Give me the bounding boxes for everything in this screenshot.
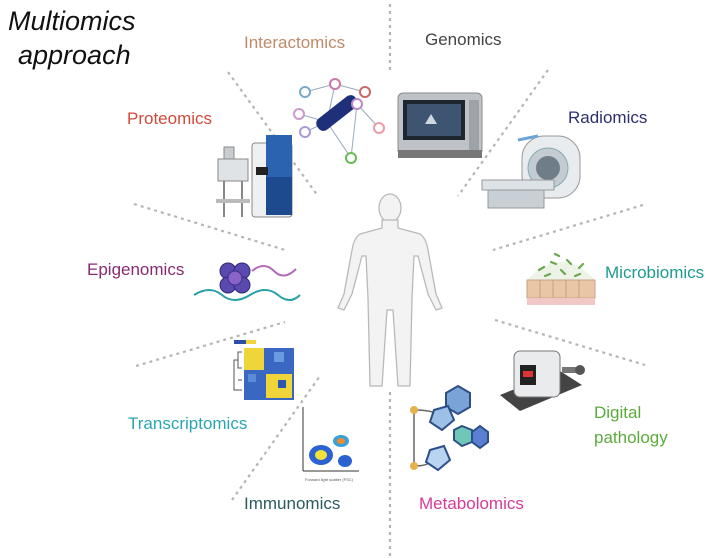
network-graph-icon: [293, 78, 385, 164]
divider-line: [492, 203, 644, 252]
label-metabolomics: Metabolomics: [419, 494, 524, 513]
mass-spectrometer-icon: [216, 135, 293, 218]
label-digital: Digital: [594, 403, 642, 422]
divider-line: [227, 71, 319, 197]
metabolite-pathway-icon: [410, 384, 489, 472]
flow-cytometry-plot-icon: Forward light scatter (FSC): [302, 407, 359, 482]
label-radiomics: Radiomics: [568, 108, 648, 127]
label-interactomics: Interactomics: [244, 33, 346, 52]
divider-line: [457, 69, 549, 197]
label-transcriptomics: Transcriptomics: [128, 414, 248, 433]
divider-line: [494, 318, 646, 367]
divider-line: [231, 375, 321, 501]
title-line-1: Multiomics: [8, 6, 136, 36]
divider-line: [135, 320, 286, 368]
gut-microbes-icon: [526, 252, 596, 305]
mri-scanner-icon: [481, 134, 581, 209]
divider-line: [133, 202, 286, 252]
label-epigenomics: Epigenomics: [87, 260, 185, 279]
svg-text:Forward light scatter (FSC): Forward light scatter (FSC): [305, 477, 354, 482]
label-proteomics: Proteomics: [127, 109, 213, 128]
title-line-2: approach: [18, 40, 131, 70]
heatmap-icon: [233, 340, 294, 400]
label-microbiomics: Microbiomics: [605, 263, 705, 282]
label-genomics: Genomics: [425, 30, 502, 49]
microtome-icon: [500, 350, 585, 411]
diagram-title: Multiomics approach: [8, 4, 136, 72]
nucleosome-icon: [193, 262, 301, 301]
sequencer-machine-icon: [397, 92, 483, 158]
label-pathology: pathology: [594, 428, 668, 447]
label-immunomics: Immunomics: [244, 494, 341, 513]
human-body-icon: [337, 193, 443, 387]
